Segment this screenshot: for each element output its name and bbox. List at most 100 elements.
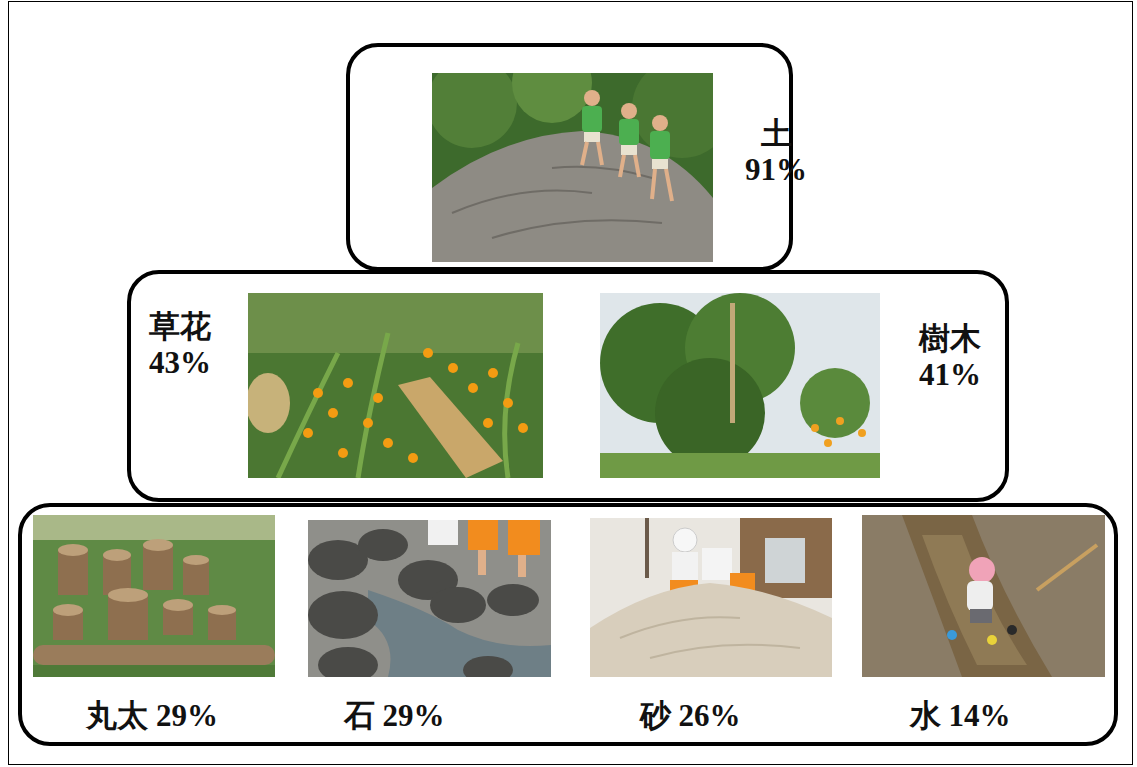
child-shirt (582, 106, 602, 132)
foliage (427, 58, 517, 148)
sand-pile (590, 583, 832, 677)
rock (358, 529, 408, 561)
photo-water (862, 515, 1105, 677)
flower (343, 378, 353, 388)
flower (858, 429, 866, 437)
percentage-label: 砂 26% (590, 698, 790, 734)
background-plants (248, 293, 543, 353)
muddy-water (922, 535, 1027, 665)
rock (318, 647, 378, 683)
child-shorts (508, 520, 540, 555)
pole (730, 303, 735, 423)
flower (448, 363, 458, 373)
percentage-label: 水 14% (860, 698, 1060, 734)
child-shorts (970, 609, 992, 623)
child-legs (652, 169, 672, 201)
child-shorts (621, 145, 637, 155)
ball (987, 635, 997, 645)
outer-frame (9, 2, 1133, 765)
child-legs (582, 142, 602, 165)
label-slot: 丸太 29% (37, 698, 267, 734)
flower (488, 368, 498, 378)
stumps (53, 545, 236, 640)
stump-top (163, 599, 193, 611)
percentage-label: 草花 43% (143, 309, 217, 380)
child-shirt (967, 581, 993, 611)
window (765, 538, 805, 583)
rock (308, 591, 378, 639)
percentage-label: 丸太 29% (37, 698, 267, 734)
stump-top (183, 555, 209, 565)
stump-top (53, 604, 83, 616)
flower (408, 453, 418, 463)
ground (862, 515, 1105, 677)
child-figure (619, 103, 639, 177)
child-shirt (672, 552, 698, 582)
photo-background (248, 293, 543, 478)
child-shirt (650, 131, 670, 159)
plant-stems (278, 333, 518, 478)
flower (423, 348, 433, 358)
flower (338, 448, 348, 458)
flower (383, 438, 393, 448)
rock (463, 656, 513, 684)
flower (503, 398, 513, 408)
child-leg (478, 550, 486, 575)
lying-log (33, 645, 275, 665)
sky (600, 293, 880, 478)
photo-earth-mound (427, 43, 732, 262)
rock (487, 584, 539, 616)
label-slot: 草花 43% (143, 309, 217, 380)
child-shirt (702, 548, 732, 580)
tree-crown (800, 368, 870, 438)
flower (363, 418, 373, 428)
tree-crown (655, 358, 765, 468)
child-head (652, 115, 668, 131)
flower (313, 388, 323, 398)
band-box: 草花 43% 樹木 41% (127, 270, 1009, 502)
child-figure (650, 115, 672, 201)
flower (468, 383, 478, 393)
label-slot: 水 14% (860, 698, 1060, 734)
shovel-handle (1037, 545, 1097, 590)
photo-background (33, 515, 275, 677)
label-slot: 砂 26% (590, 698, 790, 734)
band-box: 丸太 29% 石 29% 砂 26% 水 14% (18, 503, 1118, 746)
stump-top (108, 588, 148, 602)
child-shirt (428, 520, 458, 545)
stump-tops (53, 539, 236, 616)
child-shorts (584, 132, 600, 142)
earth-mound (432, 131, 713, 262)
tunnel (246, 373, 290, 433)
label-slot: 土 91% (739, 116, 813, 187)
stump (58, 550, 88, 595)
stump-top (143, 539, 173, 551)
flower (824, 439, 832, 447)
child-shorts (468, 520, 498, 550)
fence (33, 515, 275, 540)
stump (143, 545, 173, 590)
child-head (584, 90, 600, 106)
flower (328, 408, 338, 418)
percentage-label: 石 29% (294, 698, 494, 734)
child-head (621, 103, 637, 119)
slide (398, 377, 503, 478)
mound-texture (452, 167, 662, 238)
flower (836, 417, 844, 425)
child-leg (518, 555, 526, 577)
photo-stones (308, 520, 551, 684)
grass (600, 453, 880, 478)
child-hat (673, 528, 697, 552)
child-figure (582, 90, 602, 165)
water-channel (902, 515, 1052, 677)
percentage-label: 樹木 41% (913, 321, 987, 392)
rocks (308, 529, 539, 684)
children (428, 520, 540, 577)
photo-trees (600, 293, 880, 478)
rock (430, 587, 486, 623)
stump-top (208, 605, 236, 615)
child-legs (620, 155, 639, 177)
ball (1007, 625, 1017, 635)
photo-logs (33, 515, 275, 677)
